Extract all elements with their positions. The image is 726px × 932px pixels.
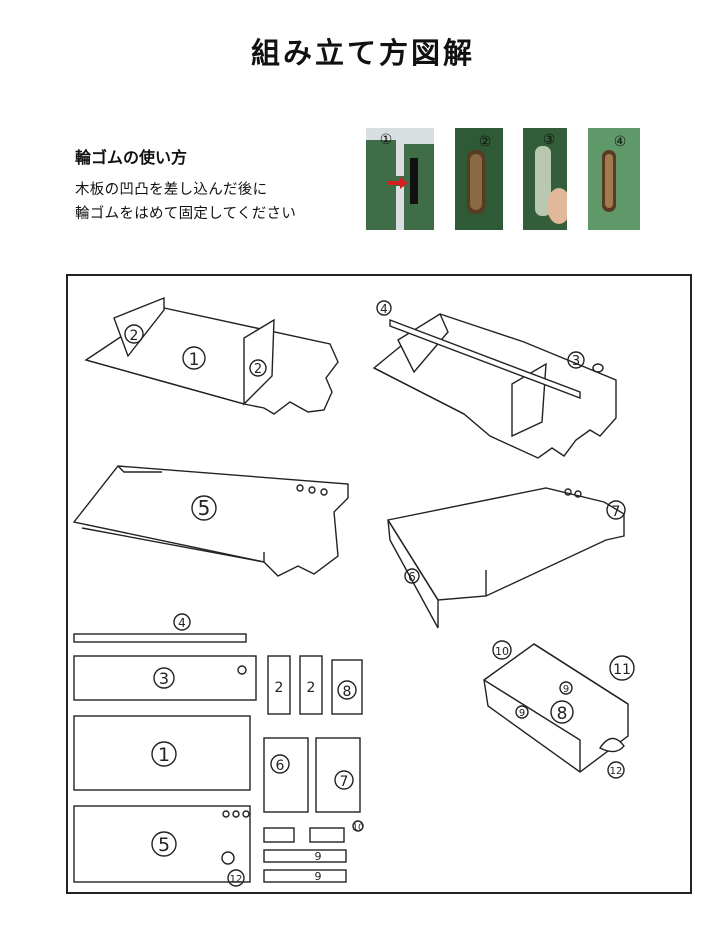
callout-12a: 12 xyxy=(230,874,243,885)
step-d-assembled-box: 7 6 xyxy=(386,487,626,629)
rubber-band-photo-1: ① xyxy=(366,128,434,230)
callout-6b: 6 xyxy=(276,758,285,774)
callout-4b: 4 xyxy=(178,616,186,630)
drawer-assembly: 10 8 9 9 11 12 xyxy=(483,640,635,779)
callout-5a: 5 xyxy=(198,496,211,520)
callout-4a: 4 xyxy=(380,302,388,316)
callout-2d: 2 xyxy=(307,680,316,696)
step-c-top-panel: 5 xyxy=(72,465,349,577)
photo-1-step-label: ① xyxy=(380,132,393,148)
callout-7b: 7 xyxy=(340,774,349,790)
callout-1b: 1 xyxy=(158,744,170,766)
callout-2b: 2 xyxy=(254,362,262,377)
photo-2-step-label: ② xyxy=(479,134,492,150)
callout-8a: 8 xyxy=(343,684,352,700)
callout-3a: 3 xyxy=(572,354,580,369)
callout-11: 11 xyxy=(613,662,631,678)
callout-9b: 9 xyxy=(315,870,322,883)
callout-7a: 7 xyxy=(612,504,621,520)
callout-1a: 1 xyxy=(189,350,200,370)
callout-6a: 6 xyxy=(408,570,416,584)
page-title: 組み立て方図解 xyxy=(250,36,475,70)
assembly-diagram: 2 1 2 4 3 5 xyxy=(72,296,635,887)
callout-2a: 2 xyxy=(130,328,139,344)
callout-12b: 12 xyxy=(610,766,623,777)
rubber-band-photo-3: ③ xyxy=(523,128,567,230)
callout-10a: 10 xyxy=(352,823,364,833)
rubber-band-photo-2: ② xyxy=(455,128,503,230)
callout-9d: 9 xyxy=(519,708,525,719)
callout-10b: 10 xyxy=(495,645,509,658)
step-b-rod-and-panel: 4 3 xyxy=(372,300,617,459)
assembly-diagram-frame: 2 1 2 4 3 5 xyxy=(66,274,692,894)
callout-9a: 9 xyxy=(315,850,322,863)
photo-4-step-label: ④ xyxy=(614,134,627,150)
photo-3-step-label: ③ xyxy=(543,132,556,148)
step-a-base-with-dividers: 2 1 2 xyxy=(84,296,339,415)
callout-9c: 9 xyxy=(563,684,569,695)
callout-8b: 8 xyxy=(557,704,568,724)
callout-3b: 3 xyxy=(159,669,169,688)
rubber-band-photo-4: ④ xyxy=(588,128,640,230)
rubber-band-instruction-line-2: 輪ゴムをはめて固定してください xyxy=(75,206,297,222)
parts-layout: 4 3 1 5 2 2 8 xyxy=(73,613,364,887)
rubber-band-heading: 輪ゴムの使い方 xyxy=(75,148,188,167)
callout-2c: 2 xyxy=(275,680,284,696)
rubber-band-instruction-line-1: 木板の凹凸を差し込んだ後に xyxy=(75,182,268,198)
callout-5b: 5 xyxy=(158,834,170,856)
